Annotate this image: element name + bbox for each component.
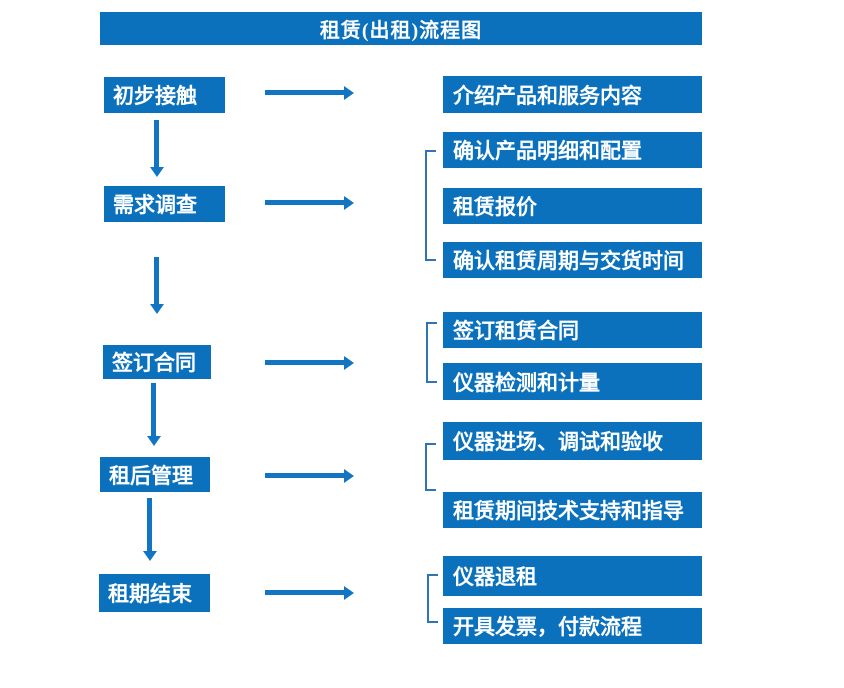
right-arrow-icon <box>265 85 354 100</box>
detail-box-instrument-testing: 仪器检测和计量 <box>443 363 702 400</box>
right-arrow-icon <box>265 195 354 210</box>
detail-box-rental-quote: 租赁报价 <box>443 188 702 224</box>
detail-box-tech-support: 租赁期间技术支持和指导 <box>443 492 702 528</box>
detail-box-confirm-period-delivery: 确认租赁周期与交货时间 <box>443 242 702 278</box>
step-box-post-rental-management: 租后管理 <box>100 457 210 492</box>
detail-box-sign-rental-contract: 签订租赁合同 <box>443 312 702 348</box>
down-arrow-icon <box>149 257 164 314</box>
detail-box-invoice-payment: 开具发票，付款流程 <box>443 608 702 644</box>
step-box-sign-contract: 签订合同 <box>103 345 211 379</box>
down-arrow-icon <box>149 120 164 177</box>
step-box-rental-end: 租期结束 <box>99 574 210 612</box>
group-bracket <box>425 443 436 491</box>
detail-box-confirm-product-config: 确认产品明细和配置 <box>443 132 702 168</box>
step-box-demand-survey: 需求调查 <box>104 186 225 222</box>
detail-box-introduce-products: 介绍产品和服务内容 <box>443 76 702 113</box>
down-arrow-icon <box>146 383 161 446</box>
right-arrow-icon <box>265 355 354 370</box>
right-arrow-icon <box>265 468 354 483</box>
group-bracket <box>425 150 436 261</box>
down-arrow-icon <box>142 498 157 561</box>
diagram-title: 租赁(出租)流程图 <box>100 12 702 45</box>
detail-box-instrument-setup-acceptance: 仪器进场、调试和验收 <box>443 422 702 460</box>
detail-box-instrument-return: 仪器退租 <box>443 556 702 596</box>
group-bracket <box>427 574 438 623</box>
group-bracket <box>426 322 437 383</box>
right-arrow-icon <box>265 585 354 600</box>
step-box-initial-contact: 初步接触 <box>104 77 225 113</box>
